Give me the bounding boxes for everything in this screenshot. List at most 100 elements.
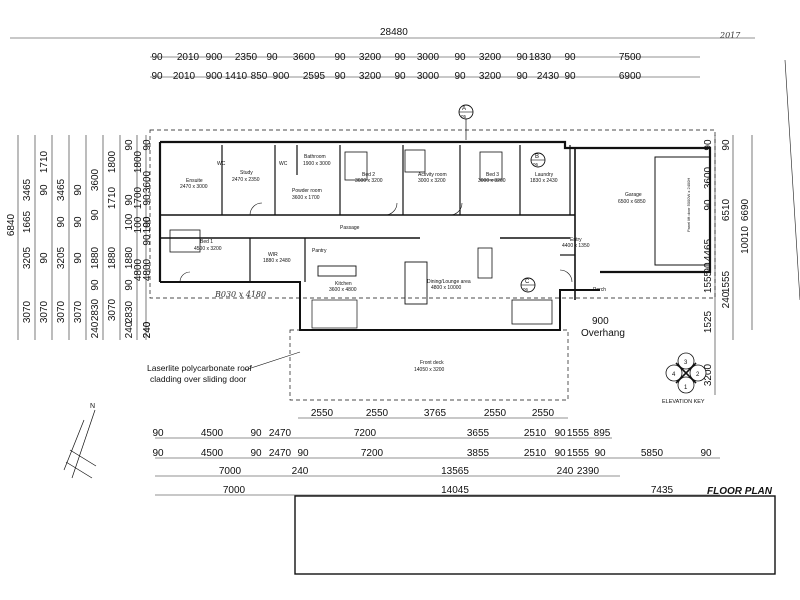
bottom-dim-row_b: 90 xyxy=(250,428,262,439)
section-marker-b: B 06 xyxy=(530,152,546,168)
left-dim-c2: 90 xyxy=(39,252,50,264)
bottom-dim-row_b: 90 xyxy=(152,428,164,439)
title-block xyxy=(294,495,776,575)
top-row2-dim: 90 xyxy=(334,71,346,82)
bottom-dim-row_e: 14045 xyxy=(441,485,469,496)
bottom-dim-lines xyxy=(155,417,720,496)
right-dim-c1: 3600 xyxy=(703,166,714,189)
left-overall-dim: 6840 xyxy=(6,213,17,236)
bottom-dim-row_c: 2470 xyxy=(269,448,292,459)
left-dim-c6: 1710 xyxy=(107,186,118,209)
top-row2-dim: 90 xyxy=(564,71,576,82)
section-marker-a: A 05 xyxy=(458,104,474,140)
elev-num-bottom: 1 xyxy=(684,385,688,391)
left-dim-c2: 3070 xyxy=(39,300,50,323)
bottom-dim-row_c: 1555 xyxy=(567,448,590,459)
bottom-dim-row_c: 90 xyxy=(152,448,164,459)
left-dim-c6: 1880 xyxy=(107,246,118,269)
left-dim-c1: 3205 xyxy=(22,246,33,269)
left-dim-c9: 240 xyxy=(142,321,153,338)
room-bathroom-size: 1900 x 3000 xyxy=(303,161,331,167)
bottom-dim-row_a: 2550 xyxy=(311,408,334,419)
right-dim-c1: 1525 xyxy=(703,310,714,333)
room-passage: Passage xyxy=(340,225,360,231)
left-dim-lines xyxy=(17,135,147,340)
right-dim-c1: 3200 xyxy=(703,363,714,386)
room-bed3: Bed 3 xyxy=(486,172,499,178)
right-dim-lines xyxy=(714,59,800,395)
top-row1-dim: 1830 xyxy=(529,52,552,63)
left-dim-c2: 1710 xyxy=(39,150,50,173)
room-front-deck: Front deck xyxy=(420,360,444,366)
marker-a-num: 05 xyxy=(461,114,467,119)
right-dim-c2: 240 xyxy=(721,291,732,308)
left-dim-c5: 90 xyxy=(90,209,101,221)
marker-c-num: 06 xyxy=(523,287,529,292)
right-dim-c1: 90 xyxy=(703,199,714,211)
room-activity: Activity room xyxy=(418,172,447,178)
room-powder-size: 3600 x 1700 xyxy=(292,195,320,201)
room-study: Study xyxy=(240,170,253,176)
top-row1-dim: 900 xyxy=(206,52,223,63)
top-row2-dim: 90 xyxy=(516,71,528,82)
elev-num-top: 3 xyxy=(684,360,688,366)
top-row1-dim: 3200 xyxy=(359,52,382,63)
bottom-dim-row_c: 7200 xyxy=(361,448,384,459)
room-bed2: Bed 2 xyxy=(362,172,375,178)
bottom-dim-row_c: 2510 xyxy=(524,448,547,459)
left-dim-c9: 90 xyxy=(142,139,153,151)
section-marker-c: C 06 xyxy=(520,277,536,293)
room-garage: Garage xyxy=(625,192,642,198)
left-dim-c4: 90 xyxy=(73,184,84,196)
top-row1-dim: 90 xyxy=(454,52,466,63)
left-dim-c5: 90 xyxy=(90,279,101,291)
room-dining-size: 4800 x 10000 xyxy=(431,285,462,291)
top-row2-dim: 2010 xyxy=(173,71,196,82)
top-row2-dim: 1410 xyxy=(225,71,248,82)
room-kitchen: Kitchen xyxy=(335,281,352,287)
room-wc-1: WC xyxy=(217,161,226,167)
left-dim-c10: 240 xyxy=(142,321,153,338)
left-dim-c3: 3205 xyxy=(56,246,67,269)
left-dim-c7: 1880 xyxy=(124,246,135,269)
top-row1-dim: 3200 xyxy=(479,52,502,63)
right-dim-c2: 1555 xyxy=(721,270,732,293)
bottom-dim-row_c: 90 xyxy=(594,448,606,459)
left-dim-c8: 100 xyxy=(133,216,144,233)
top-row2-dim: 90 xyxy=(394,71,406,82)
plan-outline xyxy=(149,129,716,401)
elevation-key: 3 4 2 1 ELEVATION KEY xyxy=(662,352,707,405)
left-dim-c4: 3070 xyxy=(73,300,84,323)
room-bed1: Bed 1 xyxy=(200,239,213,245)
bottom-dim-row_d: 13565 xyxy=(441,466,469,477)
top-row1-dim: 3000 xyxy=(417,52,440,63)
overhang-label: Overhang xyxy=(581,328,625,339)
bottom-dim-row_b: 90 xyxy=(554,428,566,439)
left-dim-c4: 90 xyxy=(73,216,84,228)
left-dim-c7: 90 xyxy=(124,279,135,291)
room-ensuite-size: 2470 x 3000 xyxy=(180,184,208,190)
room-laundry-size: 1830 x 2430 xyxy=(530,178,558,184)
top-row2-dim: 900 xyxy=(273,71,290,82)
room-bed3-size: 3000 x 3200 xyxy=(478,178,506,184)
bottom-dim-row_d: 7000 xyxy=(219,466,242,477)
room-bed2-size: 3600 x 3200 xyxy=(355,178,383,184)
bottom-dim-row_c: 90 xyxy=(700,448,712,459)
top-dimensions xyxy=(10,37,755,78)
bottom-dim-row_a: 2550 xyxy=(366,408,389,419)
marker-c-letter: C xyxy=(525,279,530,285)
room-porch: Porch xyxy=(593,287,606,293)
top-row1-dim: 2010 xyxy=(177,52,200,63)
left-dim-c9: 90 xyxy=(142,234,153,246)
top-row1-dim: 3600 xyxy=(293,52,316,63)
left-dim-c8: 1800 xyxy=(133,150,144,173)
right-dim-c1: 90 xyxy=(703,139,714,151)
room-wc-2: WC xyxy=(279,161,288,167)
marker-b-letter: B xyxy=(535,154,539,160)
room-entry-size: 4400 x 1350 xyxy=(562,243,590,249)
marker-a-letter: A xyxy=(462,106,466,112)
top-row1-dim: 90 xyxy=(151,52,163,63)
bottom-dim-row_c: 5850 xyxy=(641,448,664,459)
